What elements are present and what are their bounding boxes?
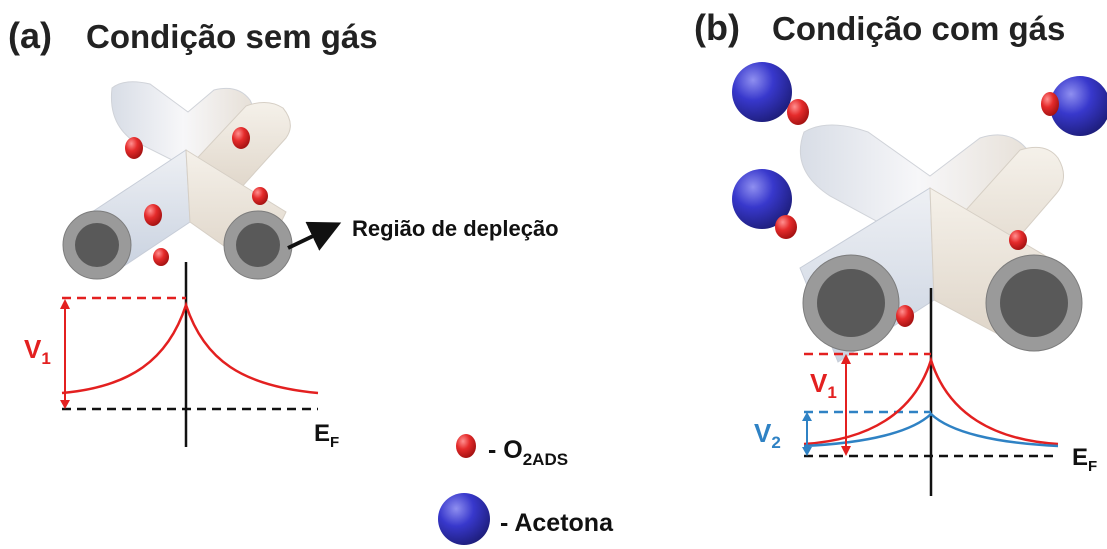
- oxygen-molecule: [252, 187, 268, 205]
- v2-arrowhead-down: [802, 447, 812, 456]
- ef-label-a: EF: [314, 420, 339, 451]
- oxygen-molecule: [153, 248, 169, 266]
- depletion-region-label: Região de depleção: [352, 216, 559, 241]
- band-curve: [61, 300, 319, 395]
- panel-a-tag: (a): [8, 15, 52, 56]
- panel-b-tag: (b): [694, 7, 740, 48]
- oxygen-molecule: [232, 127, 250, 149]
- legend-acetone-icon: [438, 493, 490, 545]
- panel-b-title: Condição com gás: [772, 10, 1065, 47]
- band-curve-v1: [803, 355, 1059, 446]
- panel-a: (a) Condição sem gás Região de depleção: [8, 15, 559, 451]
- v1-label-a: V1: [24, 334, 51, 368]
- v2-label-b: V2: [754, 418, 781, 452]
- panel-a-title: Condição sem gás: [86, 18, 378, 55]
- panel-b: (b) Condição com gás: [694, 7, 1107, 496]
- oxygen-molecule: [896, 305, 914, 327]
- acetone-molecule: [732, 169, 792, 229]
- ef-label-b: EF: [1072, 444, 1097, 475]
- band-diagram-b: V1 V2 EF: [754, 288, 1097, 496]
- nanotube-junction-a: [62, 81, 293, 280]
- legend: - O2ADS - Acetona: [438, 434, 614, 545]
- oxygen-molecule: [787, 99, 809, 125]
- tube-hole-right: [1000, 269, 1068, 337]
- legend-oxygen-icon: [456, 434, 476, 458]
- tube-hole-left: [817, 269, 885, 337]
- band-curve-v2: [803, 412, 1059, 448]
- oxygen-molecule: [125, 137, 143, 159]
- tube-hole-left: [75, 223, 119, 267]
- oxygen-molecules-a: [125, 127, 268, 266]
- v1-arrowhead-down: [841, 446, 851, 456]
- nanotube-junction-b: [799, 124, 1083, 363]
- acetone-molecule: [732, 62, 792, 122]
- oxygen-molecule: [775, 215, 797, 239]
- oxygen-molecule: [1041, 92, 1059, 116]
- legend-oxygen-label: - O2ADS: [488, 436, 568, 469]
- band-diagram-a: V1 EF: [24, 262, 339, 451]
- acetone-molecules: [732, 62, 1107, 239]
- acetone-molecule: [1050, 76, 1107, 136]
- legend-acetone-label: - Acetona: [500, 509, 614, 537]
- v1-arrowhead-up: [60, 299, 70, 309]
- oxygen-molecule: [1009, 230, 1027, 250]
- v2-arrowhead-up: [802, 412, 812, 421]
- v1-label-b: V1: [810, 368, 837, 402]
- v1-arrowhead-down: [60, 400, 70, 409]
- depletion-arrow: [287, 221, 342, 251]
- oxygen-molecule: [144, 204, 162, 226]
- tube-hole-right: [236, 223, 280, 267]
- v1-arrowhead-up: [841, 354, 851, 364]
